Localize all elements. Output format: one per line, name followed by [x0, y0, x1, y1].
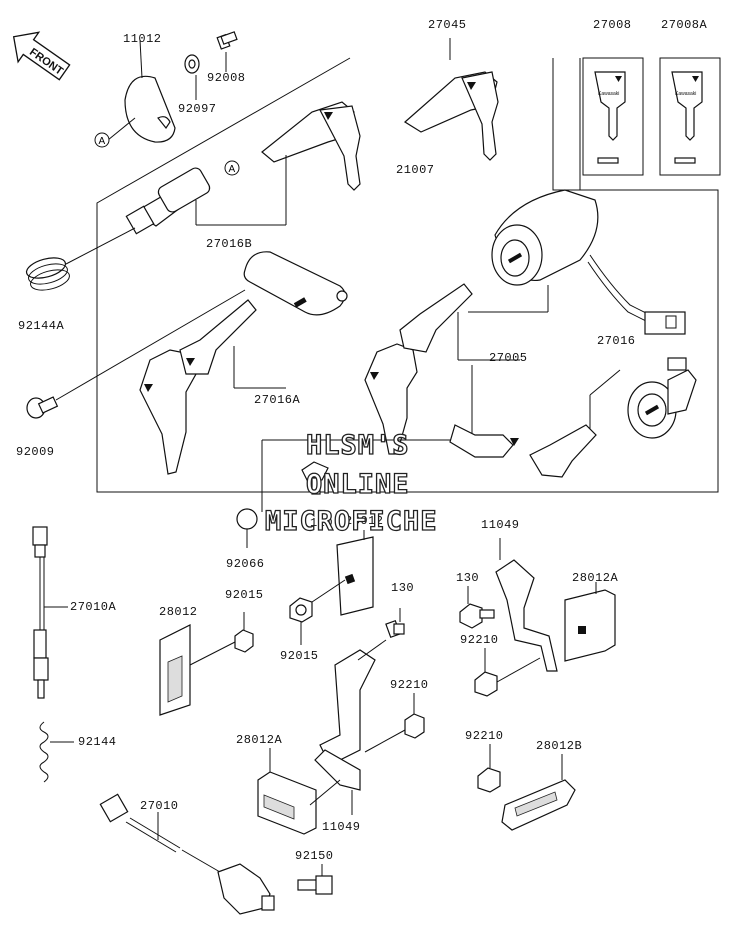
- label-130-center: 130: [391, 581, 415, 595]
- bolt-130-right: [459, 603, 495, 629]
- nut-92015-left: [234, 629, 254, 653]
- label-28012a-right: 28012A: [572, 571, 619, 585]
- label-27008: 27008: [593, 18, 632, 32]
- key-pair-27016a: [139, 299, 257, 475]
- label-28012a-left: 28012A: [236, 733, 283, 747]
- brake-switch-27010a: [32, 526, 49, 699]
- label-21007: 21007: [396, 163, 435, 177]
- label-27010a: 27010A: [70, 600, 117, 614]
- assembly-frame: [96, 57, 719, 493]
- nut-92210-right: [474, 671, 498, 697]
- label-92144a: 92144A: [18, 319, 65, 333]
- label-11049-bottom: 11049: [322, 820, 361, 834]
- nut-92210-lower: [477, 767, 501, 793]
- ref-mark-a-middle-text: A: [229, 164, 236, 175]
- label-92210-center: 92210: [390, 678, 429, 692]
- bolt-92008: [216, 31, 238, 50]
- key-card-box-27008a: [659, 57, 721, 176]
- front-arrow-icon: FRONT: [12, 31, 71, 81]
- label-27045: 27045: [428, 18, 467, 32]
- screw-92009: [26, 396, 59, 419]
- label-27010: 27010: [140, 799, 179, 813]
- key-pair-27016b: [261, 101, 361, 191]
- label-11012: 11012: [123, 32, 162, 46]
- svg-text:Kawasaki: Kawasaki: [598, 91, 619, 97]
- reflector-pad-28012a-right: [564, 589, 616, 662]
- reflector-pad-28012-left: [159, 624, 191, 716]
- label-28012-top: 28012: [345, 514, 384, 528]
- key-card-27008: Kawasaki: [594, 71, 626, 164]
- label-27016: 27016: [597, 334, 636, 348]
- label-92009: 92009: [16, 445, 55, 459]
- key-card-box-27008: [582, 57, 644, 176]
- brake-switch-27010: [99, 793, 275, 915]
- key-pair-27005: [364, 283, 473, 455]
- bolt-92150: [297, 875, 333, 895]
- ignition-switch-27005: [491, 189, 686, 335]
- spring-92144: [39, 721, 49, 783]
- label-130-right: 130: [456, 571, 480, 585]
- label-27016b: 27016B: [206, 237, 253, 251]
- label-27016a: 27016A: [254, 393, 301, 407]
- label-92144: 92144: [78, 735, 117, 749]
- bracket-11049-upper: [495, 559, 558, 672]
- label-28012b: 28012B: [536, 739, 583, 753]
- lock-27016: [627, 357, 697, 439]
- watermark-line-2: ONLINE: [305, 469, 410, 500]
- label-11049-top: 11049: [481, 518, 520, 532]
- label-92015-left: 92015: [225, 588, 264, 602]
- spring-ring-92144a: [25, 257, 70, 291]
- watermark-line-1: HLSM'S: [305, 430, 410, 461]
- label-92210-right: 92210: [460, 633, 499, 647]
- label-92008: 92008: [207, 71, 246, 85]
- label-92015-center: 92015: [280, 649, 319, 663]
- ref-mark-a-left: [94, 132, 110, 148]
- bolt-120: [301, 461, 329, 495]
- label-92150: 92150: [295, 849, 334, 863]
- label-27008a: 27008A: [661, 18, 708, 32]
- label-27005: 27005: [489, 351, 528, 365]
- ref-mark-a-left-text: A: [99, 136, 106, 147]
- label-92097: 92097: [178, 102, 217, 116]
- key-card-27008a: Kawasaki: [671, 71, 703, 164]
- watermark-line-3: MICROFICHE: [264, 506, 438, 537]
- lock-cover-27016a: [243, 251, 348, 316]
- ref-mark-a-middle: [224, 160, 240, 176]
- label-120: 120: [310, 516, 334, 530]
- lock-cylinder-27016b: [125, 167, 211, 235]
- bracket-11049-lower: [314, 649, 376, 791]
- label-92066: 92066: [226, 557, 265, 571]
- key-pair-27016: [449, 424, 597, 478]
- label-28012-left: 28012: [159, 605, 198, 619]
- nut-92210-center: [404, 713, 425, 739]
- key-pair-27045: [403, 38, 499, 161]
- bolt-130-center: [385, 619, 405, 639]
- svg-text:Kawasaki: Kawasaki: [675, 91, 696, 97]
- label-92210-lower: 92210: [465, 729, 504, 743]
- reflector-pad-28012b: [501, 779, 576, 831]
- bracket-11012: [107, 39, 176, 143]
- reflector-pad-28012-top: [336, 536, 374, 616]
- reflector-pad-28012a-left: [257, 771, 317, 835]
- plug-92066: [236, 508, 258, 530]
